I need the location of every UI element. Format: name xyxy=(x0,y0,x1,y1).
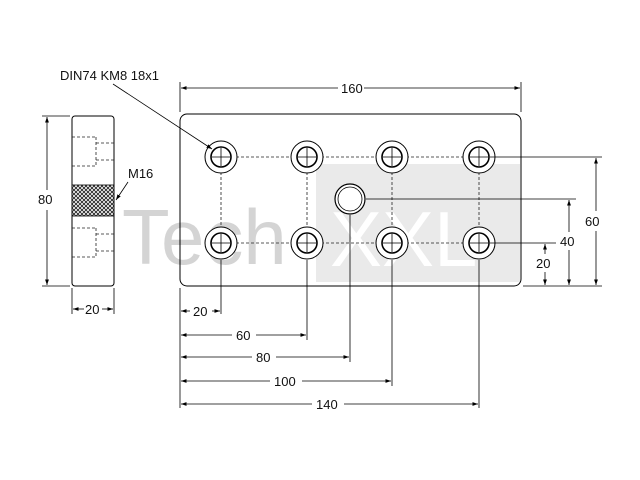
dim-pos-100-label: 100 xyxy=(274,374,296,389)
bolt-hole xyxy=(375,226,409,260)
dim-side-thickness: 20 xyxy=(71,288,115,317)
dim-pos-20-label: 20 xyxy=(193,304,207,319)
callout-bolt-spec: DIN74 KM8 18x1 xyxy=(60,68,213,150)
bolt-hole xyxy=(290,140,324,174)
front-plate xyxy=(179,113,522,287)
dim-side-height: 80 xyxy=(38,115,70,287)
watermark: Tech XXL xyxy=(122,164,520,283)
dim-row-spacing-label: 60 xyxy=(585,214,599,229)
bolt-hole xyxy=(375,140,409,174)
dim-pos-140: 140 xyxy=(181,397,478,412)
dim-row-spacing: 60 xyxy=(490,156,602,287)
plate-outline xyxy=(179,113,522,287)
extension-lines xyxy=(220,215,480,408)
bolt-holes xyxy=(204,140,496,260)
dim-pos-80: 80 xyxy=(181,350,349,365)
dim-center-offset-label: 40 xyxy=(560,234,574,249)
dim-pos-140-label: 140 xyxy=(316,397,338,412)
bolt-hole xyxy=(462,226,496,260)
bolt-hole xyxy=(204,226,238,260)
watermark-left: Tech xyxy=(122,193,287,281)
bolt-hole xyxy=(204,140,238,174)
dim-pos-60-label: 60 xyxy=(236,328,250,343)
dim-pos-20: 20 xyxy=(181,304,220,319)
bolt-hole xyxy=(462,140,496,174)
dim-pos-100: 100 xyxy=(181,374,391,389)
dim-side-height-label: 80 xyxy=(38,192,52,207)
dim-row-offset: 20 xyxy=(536,244,550,285)
side-view xyxy=(71,115,115,287)
dim-pos-80-label: 80 xyxy=(256,350,270,365)
dim-plate-width-label: 160 xyxy=(341,81,363,96)
bolt-spec-label: DIN74 KM8 18x1 xyxy=(60,68,159,83)
dim-side-thickness-label: 20 xyxy=(85,302,99,317)
dim-pos-60: 60 xyxy=(181,328,306,343)
bolt-hole xyxy=(290,226,324,260)
dim-row-offset-label: 20 xyxy=(536,256,550,271)
callout-thread: M16 xyxy=(115,166,153,201)
thread-label: M16 xyxy=(128,166,153,181)
dim-center-offset: 40 xyxy=(366,198,576,285)
dim-plate-width: 160 xyxy=(179,81,522,112)
center-threaded-hole xyxy=(334,183,366,215)
thread-hatch xyxy=(71,184,115,217)
